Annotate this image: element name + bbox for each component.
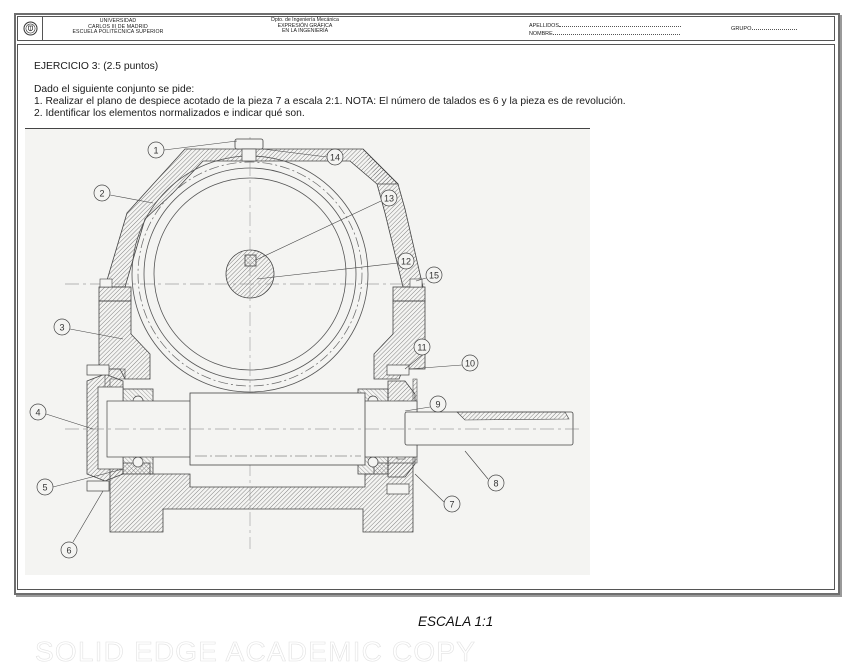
svg-text:2: 2 [99, 189, 104, 199]
assembly-drawing: 1 14 2 13 12 15 3 11 10 4 9 8 5 7 6 SOLI… [25, 128, 590, 667]
svg-text:3: 3 [59, 323, 64, 333]
university-line-3: ESCUELA POLITÉCNICA SUPERIOR [72, 29, 164, 36]
exercise-instructions: Dado el siguiente conjunto se pide: 1. R… [34, 84, 626, 120]
balloon-5: 5 [36, 478, 54, 496]
grupo-blank[interactable] [751, 25, 797, 30]
svg-text:15: 15 [429, 271, 439, 281]
balloon-6: 6 [60, 541, 78, 559]
balloon-11: 11 [413, 338, 431, 356]
university-line-2: CARLOS III DE MADRID [88, 23, 148, 30]
svg-text:1: 1 [153, 146, 158, 156]
apellidos-field[interactable]: APELLIDOS [529, 22, 681, 30]
balloon-14: 14 [326, 148, 344, 166]
university-line-1: UNIVERSIDAD [99, 18, 137, 24]
logo-cell [18, 17, 43, 40]
exercise-panel: EJERCICIO 3: (2.5 puntos) Dado el siguie… [17, 44, 835, 667]
balloon-15: 15 [425, 266, 443, 284]
department-line-1: Dpto. de Ingeniería Mecánica [271, 17, 339, 23]
svg-text:12: 12 [401, 257, 411, 267]
grupo-label: GRUPO [731, 26, 752, 32]
apellidos-blank[interactable] [558, 22, 681, 27]
balloon-8: 8 [487, 474, 505, 492]
department-name: Dpto. de Ingeniería Mecánica EXPRESIÓN G… [193, 17, 417, 40]
svg-text:10: 10 [465, 359, 475, 369]
balloon-4: 4 [29, 403, 47, 421]
balloon-1: 1 [147, 141, 165, 159]
apellidos-label: APELLIDOS [529, 23, 559, 29]
exercise-item-1: 1. Realizar el plano de despiece acotado… [34, 96, 626, 107]
svg-text:11: 11 [417, 343, 426, 353]
balloon-13: 13 [380, 189, 398, 207]
balloon-9: 9 [429, 395, 447, 413]
svg-text:14: 14 [330, 153, 340, 163]
exercise-intro: Dado el siguiente conjunto se pide: [34, 84, 195, 95]
exercise-item-2: 2. Identificar los elementos normalizado… [34, 108, 305, 119]
svg-text:13: 13 [384, 194, 394, 204]
student-name-fields: APELLIDOS NOMBRE [417, 17, 681, 40]
watermark: SOLID EDGE ACADEMIC COPY [35, 636, 477, 668]
gearbox-section-drawing [45, 137, 581, 549]
svg-text:7: 7 [449, 500, 454, 510]
svg-text:4: 4 [35, 408, 40, 418]
balloon-7: 7 [443, 495, 461, 513]
balloon-10: 10 [461, 354, 479, 372]
title-block: UNIVERSIDAD CARLOS III DE MADRID ESCUELA… [17, 16, 835, 41]
balloon-3: 3 [53, 318, 71, 336]
svg-text:6: 6 [66, 546, 71, 556]
department-line-3: EN LA INGENIERÍA [281, 28, 329, 35]
svg-text:5: 5 [42, 483, 47, 493]
university-name: UNIVERSIDAD CARLOS III DE MADRID ESCUELA… [43, 17, 193, 40]
scale-label: ESCALA 1:1 [418, 614, 494, 629]
nombre-blank[interactable] [552, 30, 680, 35]
svg-text:9: 9 [435, 400, 440, 410]
nombre-label: NOMBRE [529, 30, 553, 37]
svg-text:8: 8 [493, 479, 498, 489]
university-seal-icon [23, 21, 37, 36]
exercise-title: EJERCICIO 3: (2.5 puntos) [34, 61, 159, 72]
grupo-field[interactable]: GRUPO [661, 17, 834, 40]
nombre-field[interactable]: NOMBRE [529, 30, 680, 38]
balloon-2: 2 [93, 184, 111, 202]
balloon-12: 12 [397, 252, 415, 270]
part-balloons: 1 14 2 13 12 15 3 11 10 4 9 8 5 7 6 [29, 141, 505, 559]
department-line-2: EXPRESIÓN GRÁFICA [277, 22, 333, 29]
